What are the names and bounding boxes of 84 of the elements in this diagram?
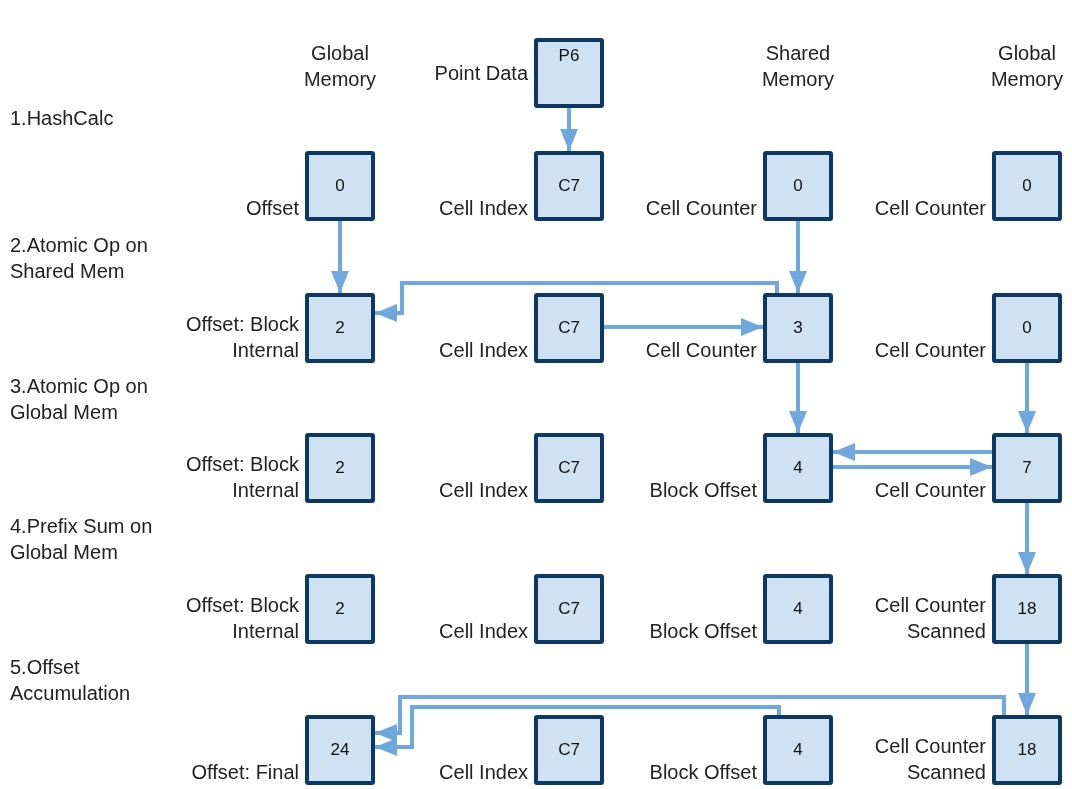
memory-label: Cell Counter: [873, 478, 986, 503]
cell-value: 0: [1022, 176, 1032, 196]
arrow: [375, 695, 1006, 742]
cell-value: C7: [558, 740, 580, 760]
memory-label: Cell Index: [438, 196, 528, 221]
memory-cell: [305, 293, 375, 363]
arrow: [789, 363, 807, 433]
cell-value: 4: [793, 599, 803, 619]
cell-value: 0: [793, 176, 803, 196]
memory-cell: [763, 433, 833, 503]
memory-label: Block Offset: [648, 478, 757, 503]
memory-label: Cell Index: [438, 478, 528, 503]
memory-cell: [763, 151, 833, 221]
cell-value: 2: [335, 599, 345, 619]
cell-value: C7: [558, 458, 580, 478]
cell-value: 18: [1017, 599, 1037, 619]
memory-cell: [763, 715, 833, 785]
arrow: [1018, 503, 1036, 574]
memory-cell: [992, 151, 1062, 221]
cell-value: 4: [793, 458, 803, 478]
column-header: Global Memory: [302, 41, 378, 92]
cell-value: 7: [1022, 458, 1032, 478]
memory-label: Cell Counter: [644, 338, 757, 363]
cell-value: 4: [793, 740, 803, 760]
memory-label: Cell Counter: [644, 196, 757, 221]
memory-label: Cell Counter Scanned: [873, 593, 986, 644]
memory-cell: [534, 38, 604, 108]
memory-label: Offset: Block Internal: [185, 312, 299, 363]
memory-cell: [305, 151, 375, 221]
arrow: [560, 108, 578, 151]
arrow: [833, 443, 992, 461]
column-header: Shared Memory: [760, 41, 836, 92]
cell-value: 2: [335, 318, 345, 338]
cell-value: 0: [335, 176, 345, 196]
memory-cell: [305, 433, 375, 503]
cell-value: P6: [558, 46, 580, 66]
memory-cell: [992, 574, 1062, 644]
memory-label: Cell Index: [438, 338, 528, 363]
memory-label: Cell Counter Scanned: [873, 734, 986, 785]
arrow: [789, 221, 807, 293]
cell-value: 0: [1022, 318, 1032, 338]
memory-label: Offset: Final: [190, 760, 299, 785]
memory-cell: [534, 715, 604, 785]
column-header: Global Memory: [989, 41, 1065, 92]
memory-label: Cell Index: [438, 619, 528, 644]
arrow: [331, 221, 349, 293]
step-label: 1.HashCalc: [10, 106, 115, 131]
memory-cell: [305, 574, 375, 644]
memory-cell: [534, 293, 604, 363]
memory-label: Block Offset: [648, 760, 757, 785]
memory-label: Point Data: [433, 61, 528, 86]
step-label: 3.Atomic Op on Global Mem: [10, 374, 149, 425]
memory-label: Offset: Block Internal: [185, 593, 299, 644]
arrow: [1018, 363, 1036, 433]
cell-value: C7: [558, 599, 580, 619]
memory-cell: [763, 574, 833, 644]
memory-cell: [534, 151, 604, 221]
cell-value: 2: [335, 458, 345, 478]
memory-cell: [305, 715, 375, 785]
memory-label: Offset: Block Internal: [185, 452, 299, 503]
cell-value: 3: [793, 318, 803, 338]
arrow: [833, 458, 992, 476]
memory-label: Offset: [245, 196, 299, 221]
memory-label: Block Offset: [648, 619, 757, 644]
cell-value: C7: [558, 176, 580, 196]
arrow: [375, 281, 779, 322]
step-label: 4.Prefix Sum on Global Mem: [10, 514, 154, 565]
memory-label: Cell Counter: [873, 338, 986, 363]
arrow: [1018, 644, 1036, 715]
memory-label: Cell Index: [438, 760, 528, 785]
memory-cell: [534, 574, 604, 644]
memory-cell: [763, 293, 833, 363]
cell-value: 24: [330, 740, 350, 760]
cell-value: 18: [1017, 740, 1037, 760]
memory-cell: [992, 433, 1062, 503]
memory-label: Cell Counter: [873, 196, 986, 221]
memory-cell: [534, 433, 604, 503]
step-label: 5.Offset Accumulation: [10, 655, 132, 706]
memory-cell: [992, 715, 1062, 785]
arrow: [375, 705, 781, 756]
step-label: 2.Atomic Op on Shared Mem: [10, 233, 149, 284]
memory-cell: [992, 293, 1062, 363]
arrow: [604, 318, 763, 336]
cell-value: C7: [558, 318, 580, 338]
